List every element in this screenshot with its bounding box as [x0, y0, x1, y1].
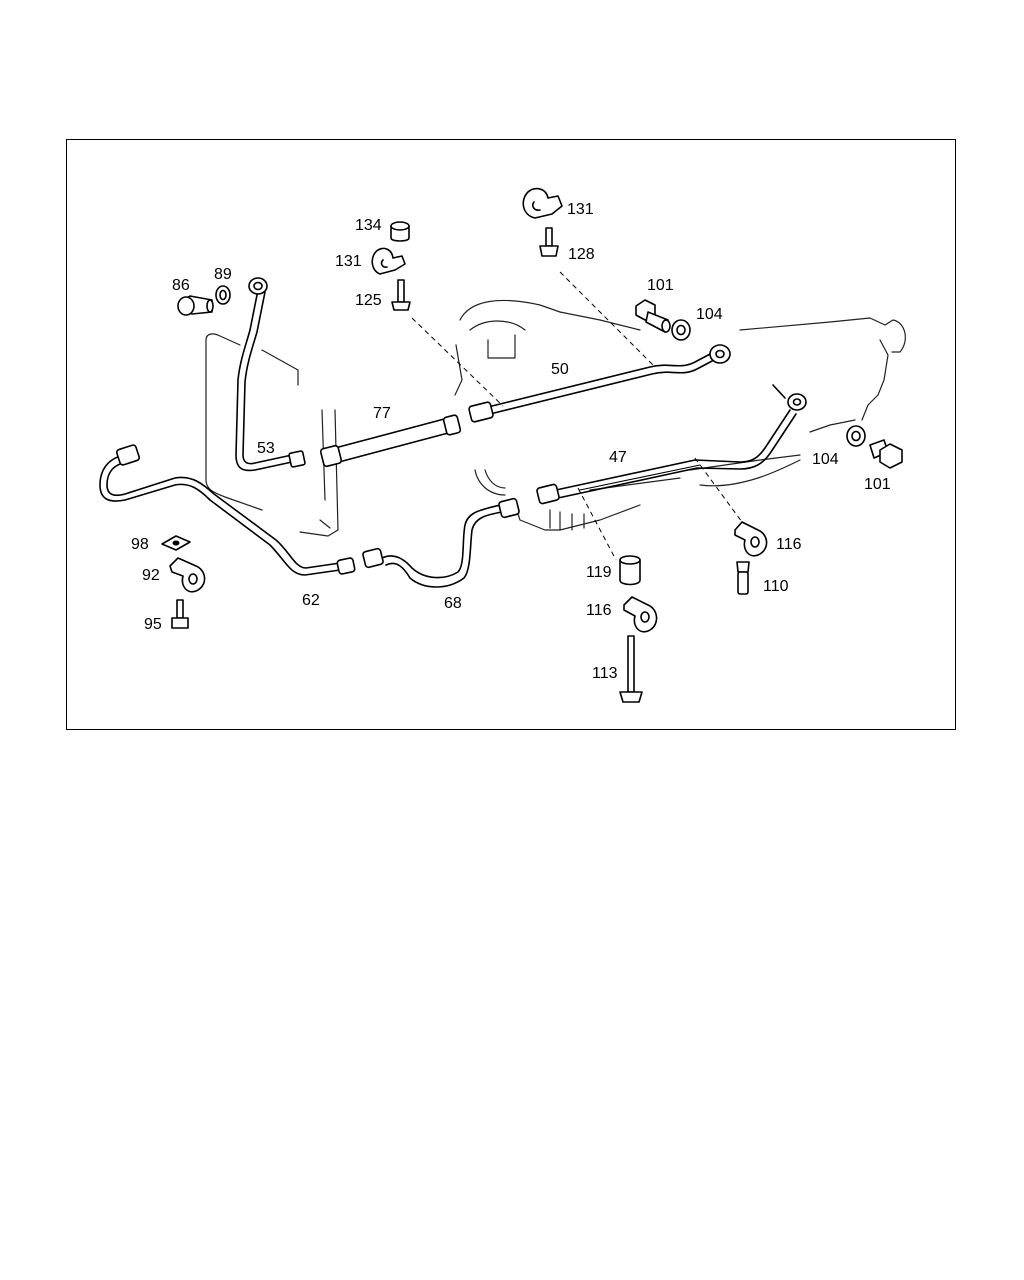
label-50: 50 [551, 361, 569, 378]
label-101-b: 101 [864, 476, 891, 493]
hose-77 [319, 414, 462, 468]
label-110: 110 [763, 578, 789, 595]
label-131-a: 131 [335, 253, 362, 270]
bolt-110 [736, 561, 750, 595]
banjo-bolt-86 [177, 295, 214, 316]
bolt-128 [539, 227, 559, 257]
label-53: 53 [257, 440, 275, 457]
label-89: 89 [214, 266, 232, 283]
bolt-113 [619, 635, 643, 703]
label-128: 128 [568, 246, 595, 263]
clamp-92 [169, 557, 206, 593]
seal-ring-104-a [671, 319, 691, 341]
label-113: 113 [592, 665, 618, 682]
label-98: 98 [131, 536, 149, 553]
label-62: 62 [302, 592, 320, 609]
pipe-62 [99, 444, 356, 576]
label-116-b: 116 [586, 602, 612, 619]
label-77: 77 [373, 405, 391, 422]
transmission-housing [454, 299, 906, 531]
pipe-53 [235, 277, 306, 472]
label-47: 47 [609, 449, 627, 466]
rubber-block-134 [390, 221, 410, 242]
nut-plate-98 [161, 535, 191, 551]
label-104-a: 104 [696, 306, 723, 323]
bolt-95 [171, 599, 189, 629]
label-116-a: 116 [776, 536, 802, 553]
leader-lines [411, 271, 743, 561]
bushing-119 [619, 555, 641, 586]
seal-ring-89 [215, 285, 231, 305]
label-131-b: 131 [567, 201, 594, 218]
label-101-a: 101 [647, 277, 674, 294]
label-125: 125 [355, 292, 382, 309]
bolt-125 [391, 279, 411, 311]
part-labels: 134 131 125 131 128 86 89 101 104 50 77 … [131, 201, 891, 682]
banjo-bolt-101-a [635, 299, 671, 333]
hose-68 [362, 497, 520, 588]
oil-cooler-outline [205, 333, 339, 537]
label-104-b: 104 [812, 451, 839, 468]
clamp-116-b [623, 596, 658, 633]
clamp-131-b [522, 187, 563, 219]
clamp-116-a [734, 521, 768, 557]
label-119: 119 [586, 564, 612, 581]
label-95: 95 [144, 616, 162, 633]
label-134: 134 [355, 217, 382, 234]
label-86: 86 [172, 277, 190, 294]
label-92: 92 [142, 567, 160, 584]
pipe-50 [468, 344, 731, 423]
label-68: 68 [444, 595, 462, 612]
pipe-47 [536, 384, 807, 505]
seal-ring-104-b [846, 425, 866, 447]
banjo-bolt-101-b [869, 439, 903, 469]
diagram-frame [66, 139, 956, 730]
clamp-131-a [371, 247, 406, 275]
